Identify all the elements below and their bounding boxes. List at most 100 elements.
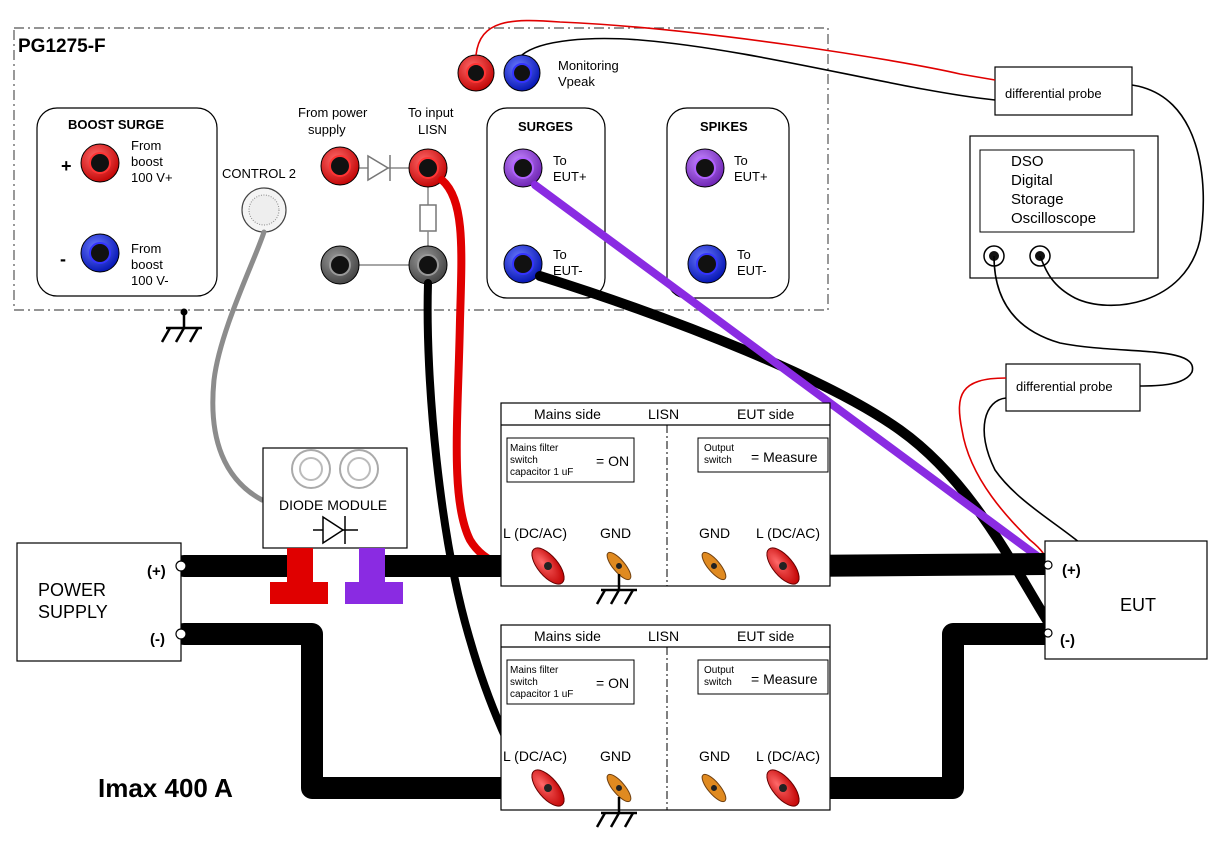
surges-box bbox=[486, 107, 606, 299]
lisn-top-filter-line-3: capacitor 1 uF bbox=[510, 467, 573, 478]
spikes-plus-label-line-2: EUT+ bbox=[734, 169, 768, 184]
dso-line-2: Digital bbox=[1011, 172, 1053, 189]
to-input-label-line-1: To input bbox=[408, 105, 454, 120]
device-title: PG1275-F bbox=[18, 36, 106, 57]
top-differential-probe bbox=[994, 66, 1133, 116]
power-supply bbox=[16, 542, 182, 662]
lisn-top-output-value: = Measure bbox=[751, 449, 818, 465]
bottom-differential-probe bbox=[1005, 363, 1141, 412]
power-supply-label-line-1: POWER bbox=[38, 580, 106, 600]
dso-line-3: Storage bbox=[1011, 191, 1064, 208]
lisn-bottom-gnd-right-terminal[interactable] bbox=[698, 771, 729, 805]
lisn-bottom-mains-side: Mains side bbox=[534, 628, 601, 644]
lisn-bottom-filter-value: = ON bbox=[596, 675, 629, 691]
boost-surge-box bbox=[36, 107, 218, 297]
lisn-top-gnd-left-terminal[interactable] bbox=[603, 549, 634, 583]
lisn-bottom-l-left-terminal[interactable] bbox=[526, 765, 570, 812]
top-probe-label: differential probe bbox=[1005, 86, 1102, 101]
boost-surge-title: BOOST SURGE bbox=[68, 117, 164, 132]
control-2-connector[interactable] bbox=[241, 187, 287, 233]
spikes-eut-minus-jack[interactable] bbox=[687, 244, 727, 284]
lisn-bottom-terminal-gnd-left: GND bbox=[600, 748, 631, 764]
lisn-top-filter-line-1: Mains filter bbox=[510, 443, 559, 454]
boost-minus-sign: - bbox=[60, 249, 66, 269]
from-power-label-line-1: From power bbox=[298, 105, 368, 120]
lisn-top-l-right-terminal[interactable] bbox=[761, 543, 805, 590]
spikes-eut-plus-jack[interactable] bbox=[685, 148, 725, 188]
boost-plus-sign: + bbox=[61, 156, 72, 176]
return-jack-left[interactable] bbox=[320, 245, 360, 285]
lisn-top-filter-line-2: switch bbox=[510, 455, 538, 466]
boost-plus-jack[interactable] bbox=[80, 143, 120, 183]
power-supply-minus-post[interactable] bbox=[175, 628, 187, 640]
lisn-top-gnd-right-terminal[interactable] bbox=[698, 549, 729, 583]
boost-minus-label-line-2: boost bbox=[131, 257, 163, 272]
surges-plus-label-line-1: To bbox=[553, 153, 567, 168]
lisn-top-mains-side: Mains side bbox=[534, 406, 601, 422]
diode-module-label: DIODE MODULE bbox=[279, 497, 387, 513]
boost-plus-label-line-2: boost bbox=[131, 154, 163, 169]
power-supply-plus-terminal: (+) bbox=[147, 563, 166, 580]
lisn-bottom-filter-line-3: capacitor 1 uF bbox=[510, 689, 573, 700]
power-supply-minus-terminal: (-) bbox=[150, 631, 165, 648]
control-2-label: CONTROL 2 bbox=[222, 166, 296, 181]
imax-note: Imax 400 A bbox=[98, 773, 233, 803]
lisn-bottom-filter-line-1: Mains filter bbox=[510, 665, 559, 676]
from-power-label-line-2: supply bbox=[308, 122, 346, 137]
surges-plus-label-line-2: EUT+ bbox=[553, 169, 587, 184]
diode-module-red-terminal[interactable] bbox=[270, 548, 328, 604]
lisn-top-output-line-2: switch bbox=[704, 455, 732, 466]
lisn-top-output-line-1: Output bbox=[704, 443, 734, 454]
pg1275-device-outline bbox=[13, 27, 829, 311]
eut-minus-post[interactable] bbox=[1043, 628, 1053, 638]
lisn-top-l-left-terminal[interactable] bbox=[526, 543, 570, 590]
monitoring-blue-jack[interactable] bbox=[503, 54, 541, 92]
power-supply-label-line-2: SUPPLY bbox=[38, 602, 108, 622]
lisn-bottom-l-right-terminal[interactable] bbox=[761, 765, 805, 812]
to-input-lisn-jack[interactable] bbox=[408, 148, 448, 188]
surges-eut-plus-jack[interactable] bbox=[503, 148, 543, 188]
lisn-bottom-filter-line-2: switch bbox=[510, 677, 538, 688]
power-supply-plus-post[interactable] bbox=[175, 560, 187, 572]
lisn-top-lisn-label: LISN bbox=[648, 406, 679, 422]
eut-box bbox=[1044, 540, 1208, 660]
eut-plus-post[interactable] bbox=[1043, 560, 1053, 570]
spikes-title: SPIKES bbox=[700, 119, 748, 134]
to-input-label-line-2: LISN bbox=[418, 122, 447, 137]
monitoring-label-line-2: Vpeak bbox=[558, 74, 595, 89]
spikes-minus-label-line-1: To bbox=[737, 247, 751, 262]
lisn-top-eut-side: EUT side bbox=[737, 406, 795, 422]
dso-screen bbox=[979, 149, 1135, 233]
surges-title: SURGES bbox=[518, 119, 573, 134]
surges-minus-label-line-1: To bbox=[553, 247, 567, 262]
lisn-bottom-eut-side: EUT side bbox=[737, 628, 795, 644]
spikes-minus-label-line-2: EUT- bbox=[737, 263, 767, 278]
lisn-bottom-terminal-gnd-right: GND bbox=[699, 748, 730, 764]
device-ground-symbol bbox=[160, 308, 204, 344]
from-power-supply-jack[interactable] bbox=[320, 146, 360, 186]
monitoring-label-line-1: Monitoring bbox=[558, 58, 619, 73]
bottom-probe-label: differential probe bbox=[1016, 379, 1113, 394]
diode-module-violet-terminal[interactable] bbox=[345, 548, 403, 604]
internal-resistor-icon bbox=[419, 204, 437, 232]
spikes-plus-label-line-1: To bbox=[734, 153, 748, 168]
lisn-top-terminal-gnd-right: GND bbox=[699, 525, 730, 541]
spikes-box bbox=[666, 107, 790, 299]
return-jack-right[interactable] bbox=[408, 245, 448, 285]
surges-eut-minus-jack[interactable] bbox=[503, 244, 543, 284]
eut-minus-terminal: (-) bbox=[1060, 632, 1075, 649]
lisn-top-terminal-l-left: L (DC/AC) bbox=[503, 525, 567, 541]
lisn-bottom-lisn-label: LISN bbox=[648, 628, 679, 644]
boost-minus-jack[interactable] bbox=[80, 233, 120, 273]
lisn-top-filter-value: = ON bbox=[596, 453, 629, 469]
internal-diode-icon bbox=[367, 154, 391, 182]
boost-plus-label-line-1: From bbox=[131, 138, 161, 153]
eut-plus-terminal: (+) bbox=[1062, 562, 1081, 579]
lisn-bottom-output-line-1: Output bbox=[704, 665, 734, 676]
lisn-bottom-terminal-l-left: L (DC/AC) bbox=[503, 748, 567, 764]
diode-module-left-connector[interactable] bbox=[291, 449, 331, 489]
diode-module-right-connector[interactable] bbox=[339, 449, 379, 489]
monitoring-red-jack[interactable] bbox=[457, 54, 495, 92]
surges-minus-label-line-2: EUT- bbox=[553, 263, 583, 278]
lisn-bottom-gnd-left-terminal[interactable] bbox=[603, 771, 634, 805]
